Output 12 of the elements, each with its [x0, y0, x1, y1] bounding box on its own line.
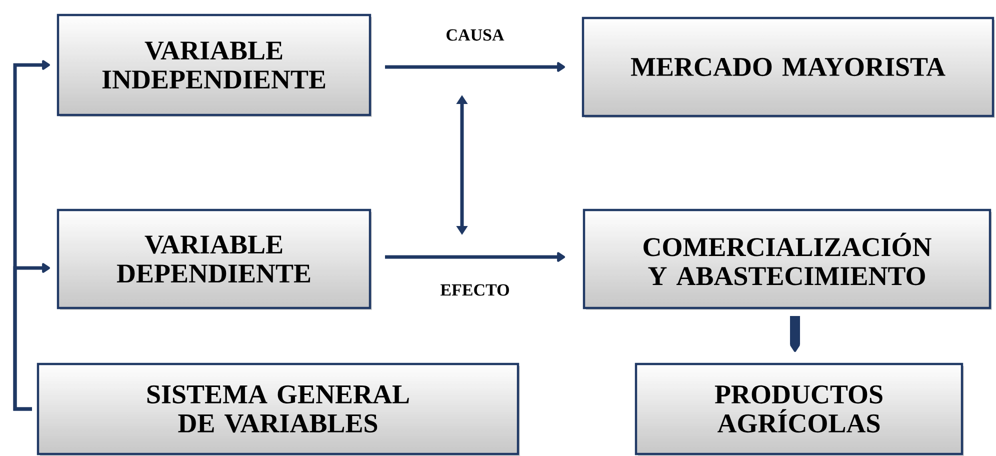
process-box: COMERCIALIZACIÓN Y ABASTECIMIENTO — [582, 208, 992, 310]
edge-label: CAUSA — [446, 29, 504, 41]
process-box: MERCADO MAYORISTA — [582, 16, 995, 118]
process-box: VARIABLE INDEPENDIENTE — [56, 14, 372, 117]
arrow — [385, 252, 565, 262]
arrow — [790, 316, 800, 352]
arrow — [13, 263, 50, 411]
edge-label: EFECTO — [440, 284, 509, 296]
arrow — [385, 62, 565, 72]
process-box: SISTEMA GENERAL DE VARIABLES — [36, 362, 520, 456]
process-box: VARIABLE DEPENDIENTE — [56, 208, 372, 310]
process-box: PRODUCTOS AGRÍCOLAS — [634, 362, 964, 456]
